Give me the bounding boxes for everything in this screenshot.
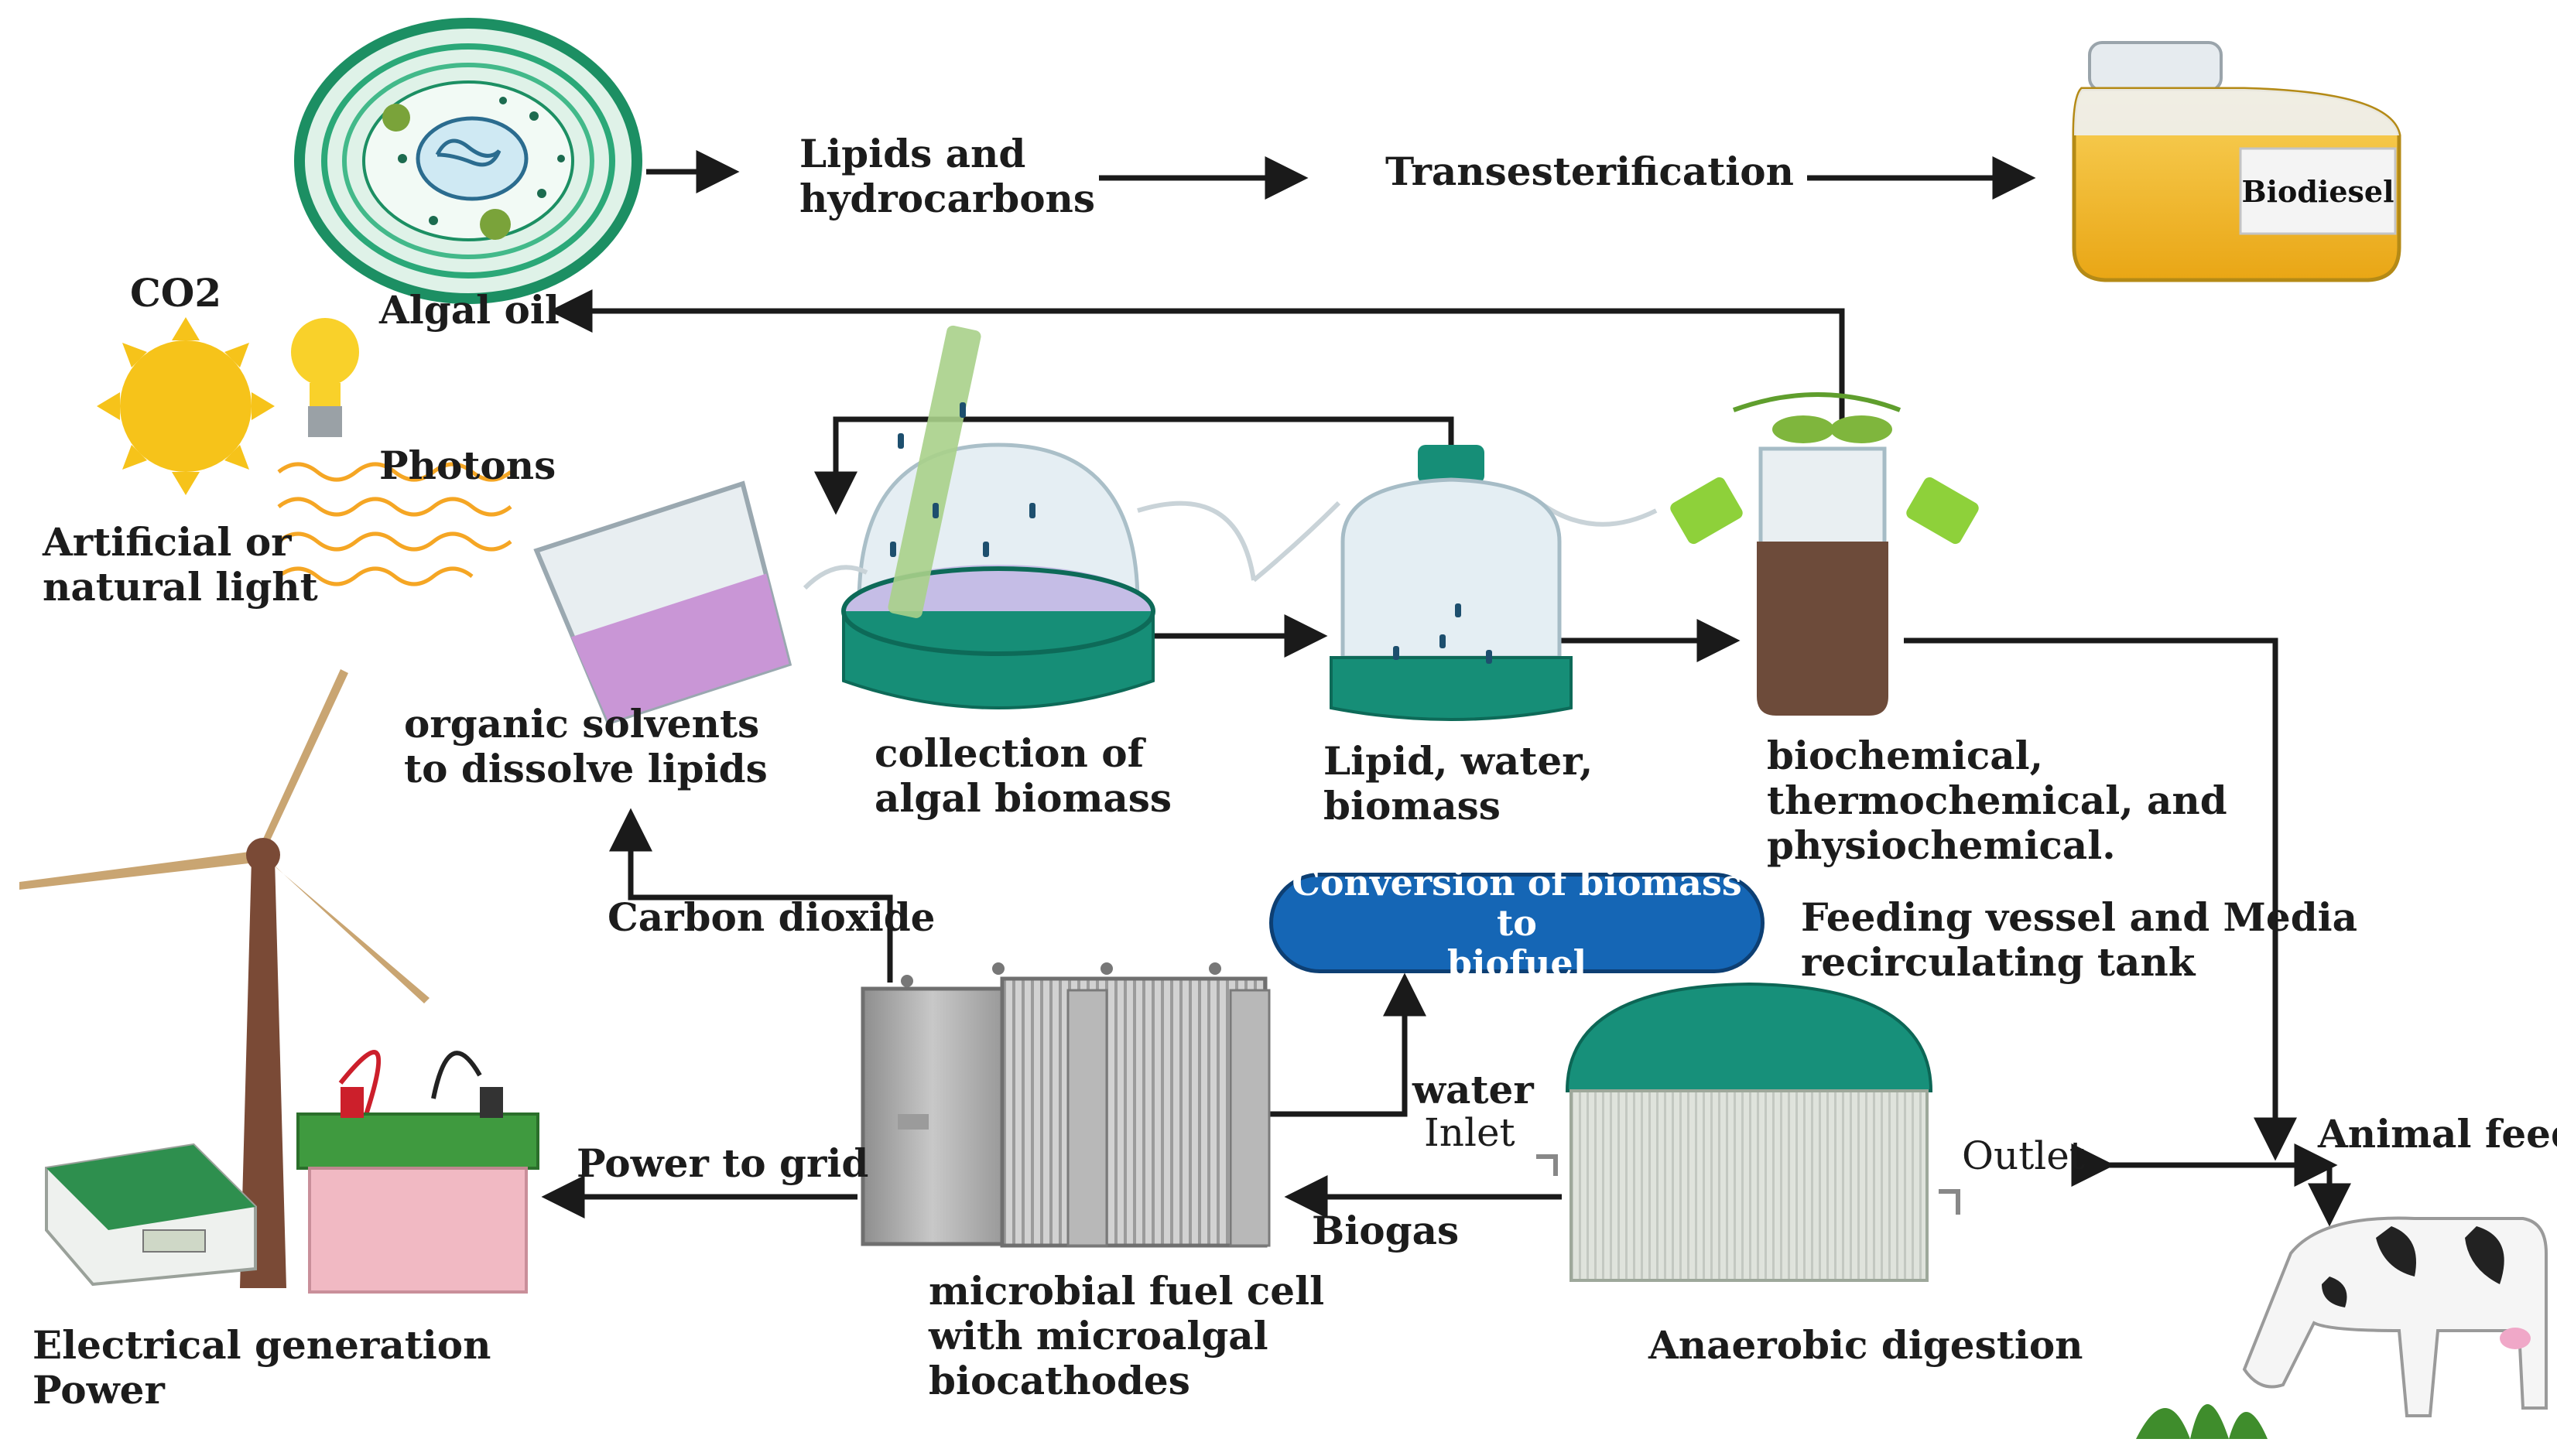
- arrow-flask-to-animal-feed: [1904, 637, 2297, 1161]
- animal-feed-label: Animal feed: [2318, 1111, 2557, 1157]
- collection-label: collection of algal biomass: [875, 730, 1172, 821]
- co2-label: CO2: [130, 270, 222, 316]
- power-to-grid-label: Power to grid: [577, 1140, 869, 1186]
- biodiesel-label-box: Biodiesel: [2240, 149, 2395, 234]
- lipid-water-label: Lipid, water, biomass: [1323, 738, 1593, 829]
- biochemical-label: biochemical, thermochemical, and physioc…: [1767, 733, 2227, 868]
- conversion-label: Conversion of biomass to biofuel: [1292, 862, 1742, 984]
- arrow-fermenter-to-beaker: [814, 416, 1454, 515]
- feeding-vessel-label: Feeding vessel and Media recirculating t…: [1801, 894, 2358, 985]
- wind-turbine-icon: [19, 669, 430, 1288]
- artificial-light-label: Artificial or natural light: [43, 519, 318, 610]
- organic-solvents-label: organic solvents to dissolve lipids: [404, 701, 768, 791]
- water-label: water: [1412, 1067, 1534, 1113]
- cow-icon: [2136, 1216, 2548, 1439]
- power-supply-icon: [45, 1143, 257, 1287]
- three-neck-flask-icon: [1670, 392, 1979, 716]
- digester-icon: [1536, 982, 1960, 1282]
- electrical-label: Electrical generation Power: [33, 1322, 491, 1413]
- beaker-icon: [533, 480, 792, 726]
- arrow-flask-to-algal-oil: [549, 289, 1845, 429]
- anaerobic-label: Anaerobic digestion: [1648, 1322, 2083, 1368]
- conversion-pill: Conversion of biomass to biofuel: [1269, 863, 1765, 983]
- carbon-dioxide-label: Carbon dioxide: [608, 894, 936, 940]
- fuel-cell-icon: [861, 962, 1271, 1248]
- biodiesel-label: Biodiesel: [2241, 173, 2394, 209]
- photons-waves: [277, 462, 512, 586]
- battery-icon: [296, 1050, 539, 1294]
- biodiesel-jug-icon: [2072, 41, 2401, 282]
- fermenter-icon: [1330, 445, 1573, 721]
- bioreactor-dish-icon: [841, 325, 1155, 709]
- biogas-label: Biogas: [1312, 1208, 1460, 1253]
- arrow-mfc-to-solvents: [609, 808, 893, 983]
- photons-label: Photons: [379, 443, 556, 488]
- transesterification-label: Transesterification: [1385, 149, 1795, 194]
- flow-arrows: [541, 150, 2351, 1227]
- mfc-label: microbial fuel cell with microalgal bioc…: [929, 1268, 1325, 1403]
- algae-cell-icon: [294, 18, 642, 304]
- tubing: [803, 501, 1658, 590]
- sun-icon: [97, 317, 275, 495]
- outlet-label: Outlet: [1962, 1133, 2085, 1178]
- lipids-hydrocarbons-label: Lipids and hydrocarbons: [799, 131, 1096, 221]
- arrow-mfc-to-conversion: [1269, 972, 1426, 1117]
- light-bulb-icon: [291, 318, 359, 437]
- algal-oil-label: Algal oil: [379, 287, 560, 333]
- inlet-label: Inlet: [1424, 1110, 1515, 1155]
